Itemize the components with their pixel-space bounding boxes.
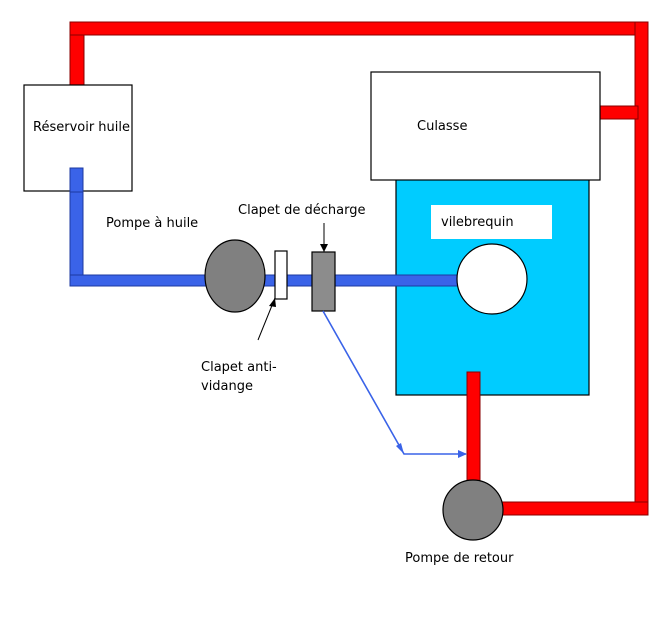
anti-drain-label-line1: Clapet anti- [201, 360, 277, 375]
anti-drain-valve [274, 250, 288, 300]
anti-drain-label-line2: vidange [201, 379, 253, 394]
relief-valve-label: Clapet de décharge [238, 203, 366, 218]
culasse-label: Culasse [417, 119, 467, 134]
return-line-top-loop [69, 21, 649, 516]
culasse-box [370, 71, 601, 181]
oil-pump [204, 239, 266, 313]
relief-valve [311, 251, 336, 312]
return-line-crankcase [466, 371, 481, 489]
crankshaft-circle [456, 243, 528, 315]
return-pump-label: Pompe de retour [405, 551, 514, 566]
vilebrequin-label: vilebrequin [441, 215, 514, 230]
oil-pump-label: Pompe à huile [106, 216, 198, 231]
return-pump [442, 479, 504, 541]
reservoir-label: Réservoir huile [33, 120, 130, 135]
vilebrequin-label-box [431, 205, 552, 239]
